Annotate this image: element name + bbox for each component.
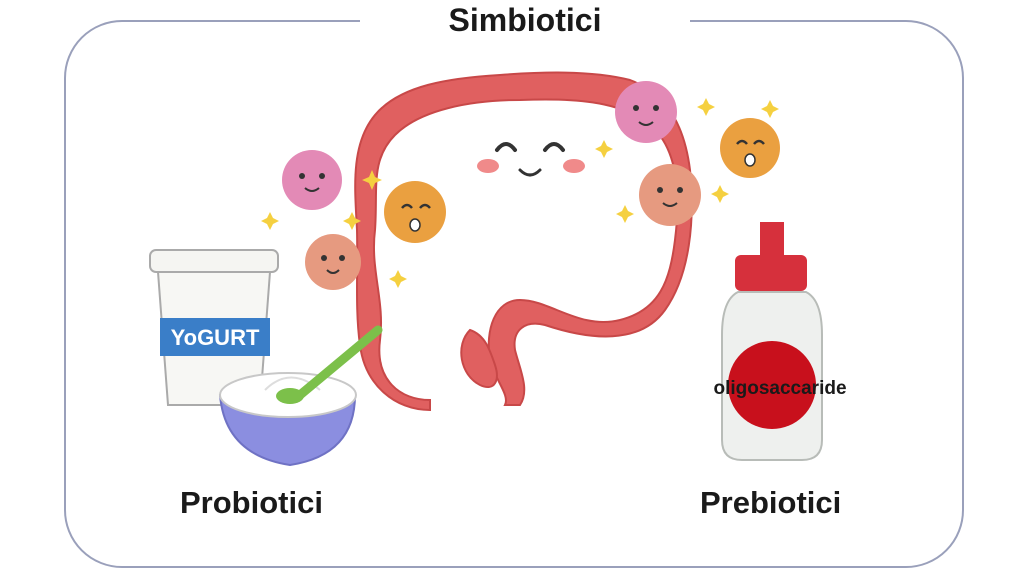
bacteria-salmon-left [305,234,361,290]
prebiotic-bottle-icon [721,222,823,461]
bacteria-pink-top [615,81,677,143]
bacteria-icon [282,81,780,290]
bacteria-orange-right [720,118,780,178]
yogurt-label-text: YoGURT [171,325,260,350]
yogurt-cup-icon: YoGURT [149,249,279,406]
bacteria-salmon-right [639,164,701,226]
bacteria-pink-left [282,150,342,210]
bacteria-orange-center [384,181,446,243]
intestine-icon [354,71,693,412]
prebiotic-label: Prebiotici [700,485,842,520]
bottle-label: oligosaccaride [713,378,847,399]
title-background [360,0,690,44]
diagram-title: Simbiotici [448,2,602,38]
probiotic-label: Probiotici [180,485,323,520]
sparkle-icon [261,98,779,288]
yogurt-bowl-icon [218,325,383,467]
